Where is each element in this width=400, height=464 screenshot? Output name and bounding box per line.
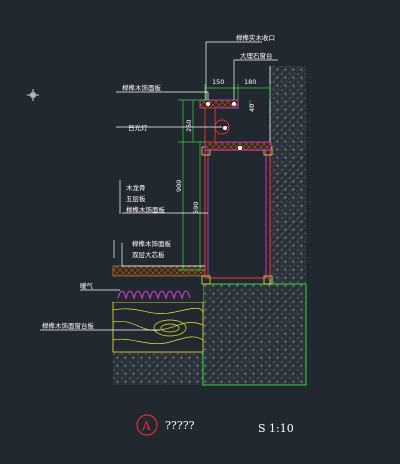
label-five-ply: 五层板 bbox=[126, 194, 146, 203]
label-solid-wood-trim: 榉榫实木收口 bbox=[236, 33, 275, 42]
label-veneer-panel-mid: 榉榫木饰面板 bbox=[126, 205, 166, 214]
label-veneer-panel-low: 榉榫木饰面板 bbox=[132, 239, 172, 248]
dimension-lines bbox=[178, 84, 271, 271]
window-frame bbox=[201, 146, 273, 285]
dim-180: 180 bbox=[244, 78, 256, 86]
crosshair-icon bbox=[27, 89, 39, 101]
right-wall bbox=[269, 66, 306, 286]
dim-250: 250 bbox=[185, 120, 193, 132]
wood-block bbox=[112, 301, 204, 353]
radiator bbox=[113, 276, 203, 302]
label-double-blockboard: 双层大芯板 bbox=[132, 250, 165, 259]
label-radiator: 暖气 bbox=[80, 281, 94, 290]
label-fluorescent-lamp: 日光灯 bbox=[128, 123, 148, 132]
dim-40: 40 bbox=[248, 104, 256, 112]
label-veneer-panel-top: 榉榫木饰面板 bbox=[122, 83, 162, 92]
dim-900: 900 bbox=[175, 180, 183, 192]
label-wood-keel: 木龙骨 bbox=[126, 183, 146, 192]
floor-slab bbox=[113, 284, 306, 385]
section-title: ????? bbox=[165, 419, 195, 432]
section-marker-letter: A bbox=[141, 419, 151, 433]
leader-lines bbox=[40, 41, 278, 331]
board-layer bbox=[112, 265, 206, 277]
scale-label: S 1:10 bbox=[258, 422, 294, 435]
dim-590: 590 bbox=[192, 202, 200, 214]
marble-sill bbox=[199, 99, 272, 151]
label-marble-sill: 大理石窗台 bbox=[240, 51, 273, 60]
section-marker: A bbox=[136, 414, 158, 436]
dim-150: 150 bbox=[212, 78, 224, 86]
label-veneer-sill-board: 榉榫木饰面窗台板 bbox=[42, 321, 95, 330]
